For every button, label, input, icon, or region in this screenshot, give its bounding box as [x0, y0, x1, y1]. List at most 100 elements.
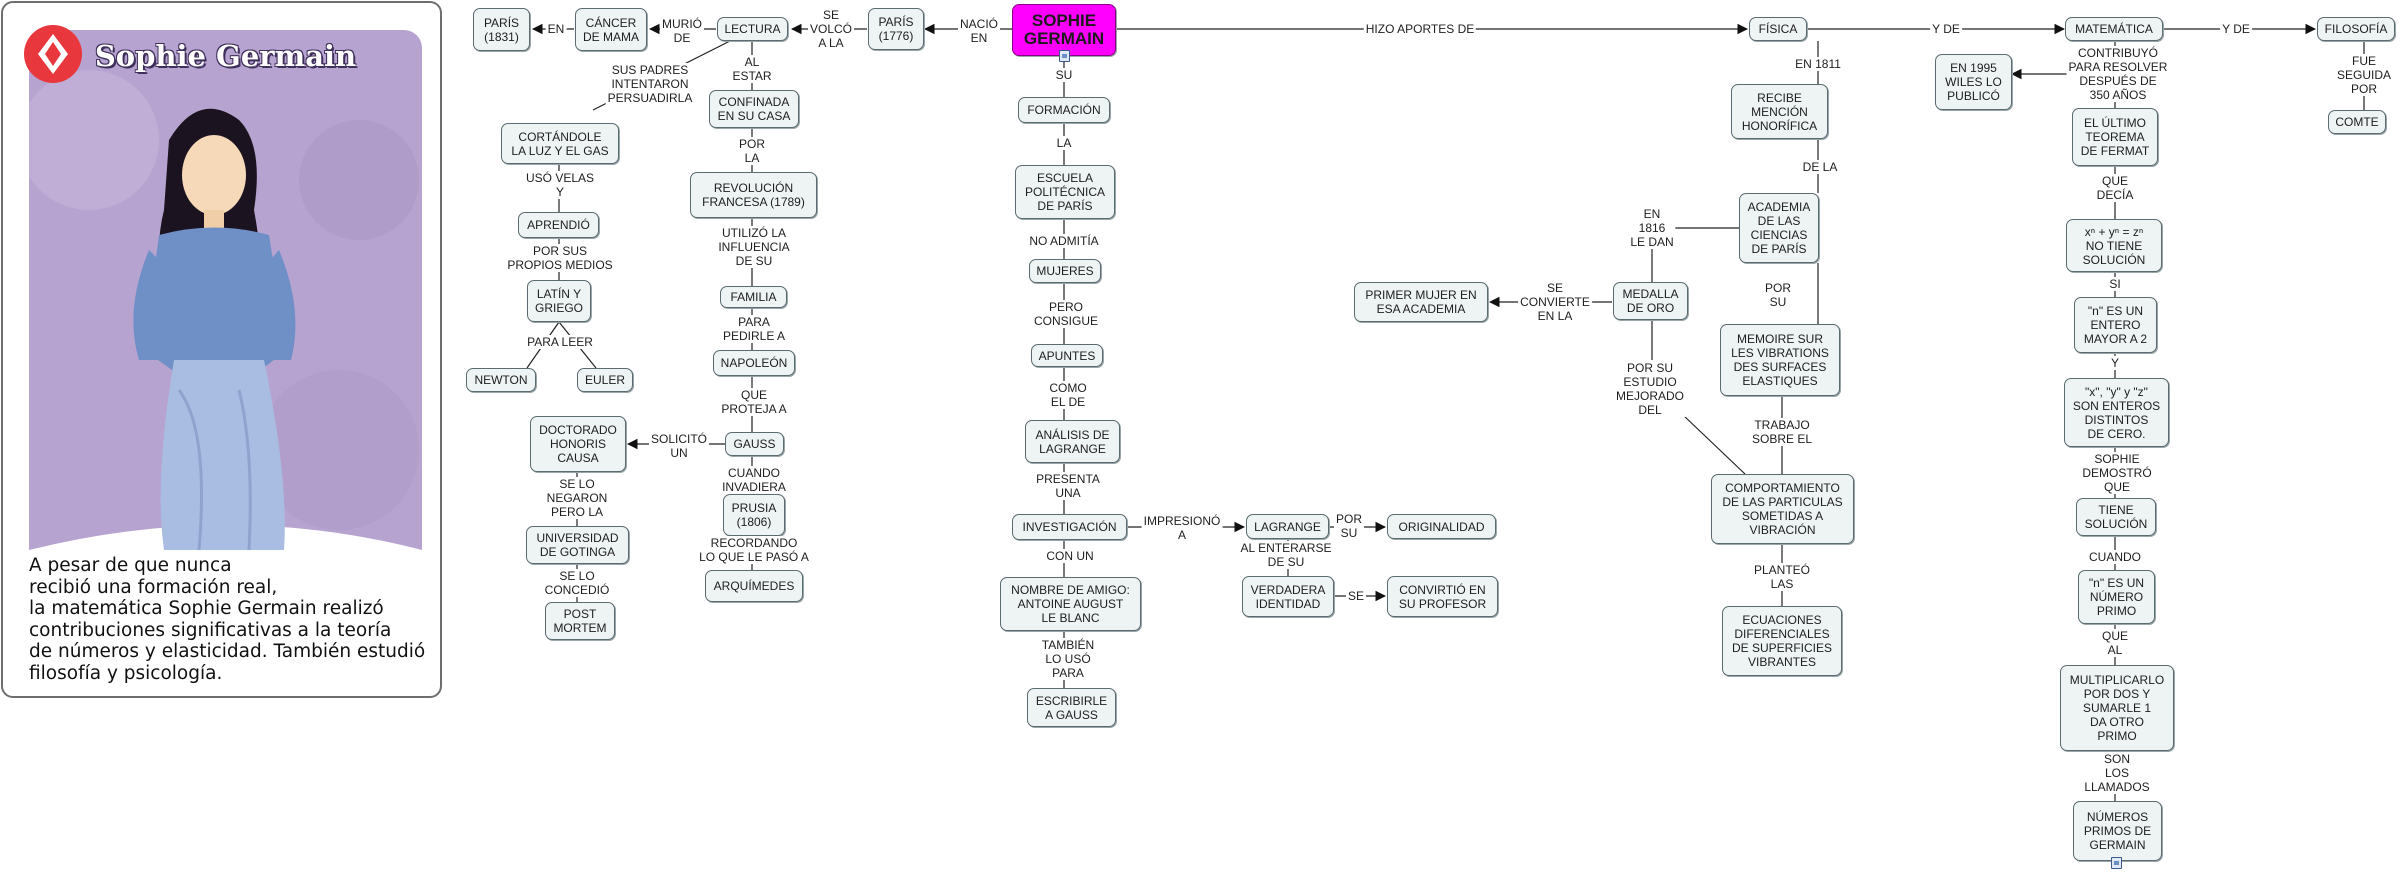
link-uso-velas: USÓ VELAS Y [523, 171, 597, 199]
link-sus-padres: SUS PADRES INTENTARON PERSUADIRLA [605, 63, 695, 105]
node-multiplicarlo[interactable]: MULTIPLICARLO POR DOS Y SUMARLE 1 DA OTR… [2060, 665, 2174, 751]
node-gauss[interactable]: GAUSS [725, 432, 784, 456]
node-originalidad[interactable]: ORIGINALIDAD [1387, 514, 1496, 539]
link-para-leer: PARA LEER [525, 335, 595, 349]
node-convirtio-profesor[interactable]: CONVIRTIÓ EN SU PROFESOR [1387, 576, 1498, 617]
document-icon[interactable] [2111, 857, 2122, 869]
node-wiles[interactable]: EN 1995 WILES LO PUBLICÓ [1935, 54, 2012, 110]
link-planteo-las: PLANTEÓ LAS [1751, 563, 1813, 591]
node-formula-fermat[interactable]: xⁿ + yⁿ = zⁿ NO TIENE SOLUCIÓN [2066, 219, 2162, 272]
link-por-su-2: POR SU [1762, 281, 1794, 309]
card-title: Sophie Germain [94, 39, 357, 73]
node-n-entero[interactable]: "n" ES UN ENTERO MAYOR A 2 [2074, 297, 2157, 353]
node-analisis-lagrange[interactable]: ANÁLISIS DE LAGRANGE [1025, 420, 1120, 463]
diamond-badge-icon [24, 25, 82, 83]
node-verdadera-identidad[interactable]: VERDADERA IDENTIDAD [1242, 576, 1334, 617]
link-sophie-demostro: SOPHIE DEMOSTRÓ QUE [2080, 452, 2154, 494]
node-universidad-gotinga[interactable]: UNIVERSIDAD DE GOTINGA [526, 526, 629, 564]
link-si: SI [2107, 277, 2123, 291]
link-que-decia: QUE DECÍA [2094, 174, 2136, 202]
link-cuando-invadiera: CUANDO INVADIERA [720, 466, 788, 494]
node-medalla-oro[interactable]: MEDALLA DE ORO [1613, 282, 1688, 320]
node-cancer-de-mama[interactable]: CÁNCER DE MAMA [575, 8, 647, 51]
node-numeros-primos-germain[interactable]: NÚMEROS PRIMOS DE GERMAIN [2073, 801, 2162, 861]
link-por-su: POR SU [1333, 512, 1365, 540]
link-en-1816: EN 1816 LE DAN [1628, 207, 1676, 249]
link-se-lo-concedio: SE LO CONCEDIÓ [542, 569, 612, 597]
node-revolucion[interactable]: REVOLUCIÓN FRANCESA (1789) [690, 172, 817, 218]
node-nombre-amigo[interactable]: NOMBRE DE AMIGO: ANTOINE AUGUST LE BLANC [1000, 577, 1141, 631]
link-con-un: CON UN [1044, 549, 1096, 563]
node-tiene-solucion[interactable]: TIENE SOLUCIÓN [2076, 498, 2156, 536]
node-latin-griego[interactable]: LATÍN Y GRIEGO [527, 280, 591, 322]
node-paris-1831[interactable]: PARÍS (1831) [473, 8, 530, 51]
link-cuando: CUANDO [2086, 550, 2144, 564]
node-xyz-enteros[interactable]: "x", "y" y "z" SON ENTEROS DISTINTOS DE … [2064, 378, 2169, 447]
node-investigacion[interactable]: INVESTIGACIÓN [1012, 514, 1127, 540]
node-paris-1776[interactable]: PARÍS (1776) [868, 8, 924, 50]
link-impresiono-a: IMPRESIONÓ A [1141, 514, 1223, 542]
node-sophie-germain[interactable]: SOPHIE GERMAIN [1012, 4, 1116, 56]
node-memoire[interactable]: MEMOIRE SUR LES VIBRATIONS DES SURFACES … [1720, 324, 1840, 396]
node-mencion-honorifica[interactable]: RECIBE MENCIÓN HONORÍFICA [1731, 84, 1828, 139]
link-se-convierte: SE CONVIERTE EN LA [1518, 281, 1592, 323]
node-filosofia[interactable]: FILOSOFÍA [2317, 17, 2395, 41]
node-cortandole[interactable]: CORTÁNDOLE LA LUZ Y EL GAS [501, 123, 619, 164]
node-fisica[interactable]: FÍSICA [1749, 17, 1807, 41]
link-que-proteja: QUE PROTEJA A [719, 388, 789, 416]
node-lectura[interactable]: LECTURA [717, 17, 788, 41]
link-hizo-aportes: HIZO APORTES DE [1363, 22, 1477, 36]
node-napoleon[interactable]: NAPOLEÓN [713, 350, 795, 376]
node-teorema-fermat[interactable]: EL ÚLTIMO TEOREMA DE FERMAT [2072, 108, 2158, 166]
link-se-volco: SE VOLCÓ A LA [807, 8, 855, 50]
link-y-de-2: Y DE [2220, 22, 2252, 36]
link-y: Y [2108, 356, 2122, 370]
node-apuntes[interactable]: APUNTES [1031, 344, 1103, 367]
link-murio-de: MURIÓ DE [660, 17, 704, 45]
sophie-germain-illustration [29, 30, 422, 648]
card-caption: A pesar de que nunca recibió una formaci… [29, 555, 426, 684]
node-comportamiento[interactable]: COMPORTAMIENTO DE LAS PARTICULAS SOMETID… [1711, 474, 1854, 544]
node-confinada[interactable]: CONFINADA EN SU CASA [709, 90, 799, 128]
node-aprendio[interactable]: APRENDIÓ [518, 212, 599, 238]
node-arquimedes[interactable]: ARQUÍMEDES [705, 570, 803, 602]
node-comte[interactable]: COMTE [2328, 110, 2386, 134]
node-primer-mujer[interactable]: PRIMER MUJER EN ESA ACADEMIA [1354, 282, 1488, 322]
link-nacio-en: NACIÓ EN [957, 17, 1001, 45]
node-escuela-politecnica[interactable]: ESCUELA POLITÉCNICA DE PARÍS [1015, 165, 1115, 219]
link-no-admitia: NO ADMITÍA [1027, 234, 1101, 248]
node-ecuaciones[interactable]: ECUACIONES DIFERENCIALES DE SUPERFICIES … [1722, 606, 1842, 676]
node-academia-ciencias[interactable]: ACADEMIA DE LAS CIENCIAS DE PARÍS [1739, 193, 1819, 263]
link-en-1811: EN 1811 [1793, 57, 1843, 71]
link-por-sus-medios: POR SUS PROPIOS MEDIOS [505, 244, 615, 272]
node-euler[interactable]: EULER [577, 368, 633, 392]
link-la: LA [1054, 136, 1074, 150]
node-familia[interactable]: FAMILIA [720, 286, 787, 308]
node-escribirle-gauss[interactable]: ESCRIBIRLE A GAUSS [1027, 688, 1116, 727]
node-formacion[interactable]: FORMACIÓN [1018, 97, 1110, 123]
link-recordando: RECORDANDO LO QUE LE PASÓ A [697, 536, 811, 564]
node-lagrange[interactable]: LAGRANGE [1246, 514, 1329, 539]
link-para-pedirle: PARA PEDIRLE A [720, 315, 788, 343]
node-matematica[interactable]: MATEMÁTICA [2065, 17, 2163, 41]
link-al-enterarse: AL ENTERARSE DE SU [1238, 541, 1334, 569]
link-por-su-estudio: POR SU ESTUDIO MEJORADO DEL [1613, 361, 1687, 417]
node-newton[interactable]: NEWTON [466, 368, 536, 392]
node-n-primo[interactable]: "n" ES UN NÚMERO PRIMO [2078, 570, 2155, 624]
node-prusia[interactable]: PRUSIA (1806) [723, 494, 785, 536]
link-utilizo: UTILIZÓ LA INFLUENCIA DE SU [716, 226, 792, 268]
document-icon[interactable] [1059, 50, 1070, 62]
node-post-mortem[interactable]: POST MORTEM [545, 602, 615, 640]
node-doctorado[interactable]: DOCTORADO HONORIS CAUSA [530, 416, 626, 472]
node-mujeres[interactable]: MUJERES [1029, 259, 1101, 283]
link-en: EN [545, 22, 567, 36]
link-pero-consigue: PERO CONSIGUE [1031, 300, 1101, 328]
link-por-la: POR LA [736, 137, 768, 165]
link-presenta-una: PRESENTA UNA [1034, 472, 1102, 500]
link-de-la: DE LA [1800, 160, 1840, 174]
link-se: SE [1345, 589, 1367, 603]
link-fue-seguida: FUE SEGUIDA POR [2334, 54, 2394, 96]
portrait-card: Sophie Germain A pesar de que nunca reci… [1, 1, 442, 698]
link-solicito-un: SOLICITÓ UN [648, 432, 710, 460]
link-como-el-de: COMO EL DE [1047, 381, 1089, 409]
